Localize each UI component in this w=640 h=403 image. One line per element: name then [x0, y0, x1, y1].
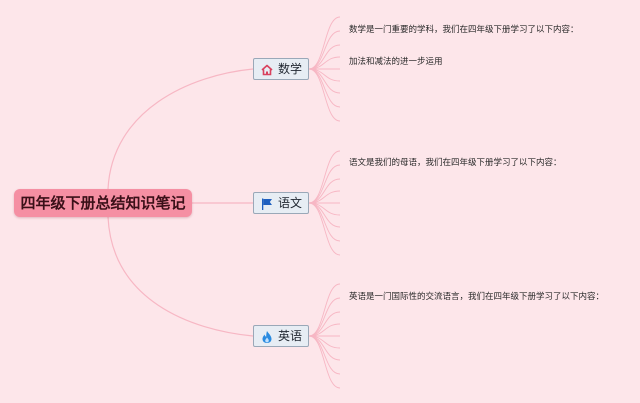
connector-english-branch-0	[308, 283, 341, 337]
note-english-intro[interactable]: 英语是一门国际性的交流语言，我们在四年级下册学习了以下内容：	[349, 292, 605, 302]
topic-math[interactable]: 数学	[253, 58, 309, 80]
root-node[interactable]: 四年级下册总结知识笔记	[14, 189, 192, 217]
topic-label: 数学	[277, 62, 302, 76]
connector-chinese-branch-0	[308, 150, 341, 204]
connector-chinese-branch-1	[308, 164, 341, 204]
connector-english-branch-2	[308, 311, 341, 337]
connector-chinese-branch-8	[308, 202, 341, 256]
connector-root-math	[107, 68, 254, 190]
root-label: 四年级下册总结知识笔记	[20, 194, 186, 212]
home-icon	[260, 62, 274, 76]
topic-chinese[interactable]: 语文	[253, 192, 309, 214]
connector-math-branch-1	[308, 30, 341, 70]
note-math-item[interactable]: 加法和减法的进一步运用	[349, 57, 443, 67]
topic-english[interactable]: 英语	[253, 325, 309, 347]
connector-math-branch-0	[308, 16, 341, 70]
topic-label: 语文	[277, 196, 302, 210]
connector-math-branch-8	[308, 68, 341, 122]
note-chinese-intro[interactable]: 语文是我们的母语，我们在四年级下册学习了以下内容：	[349, 158, 562, 168]
flag-icon	[260, 196, 274, 210]
flame-icon	[260, 329, 274, 343]
topic-label: 英语	[277, 329, 302, 343]
connector-english-branch-1	[308, 297, 341, 337]
note-math-intro[interactable]: 数学是一门重要的学科，我们在四年级下册学习了以下内容：	[349, 25, 579, 35]
connector-root-english	[107, 216, 254, 337]
connector-math-branch-2	[308, 44, 341, 70]
connector-chinese-branch-2	[308, 178, 341, 204]
connector-english-branch-8	[308, 335, 341, 389]
